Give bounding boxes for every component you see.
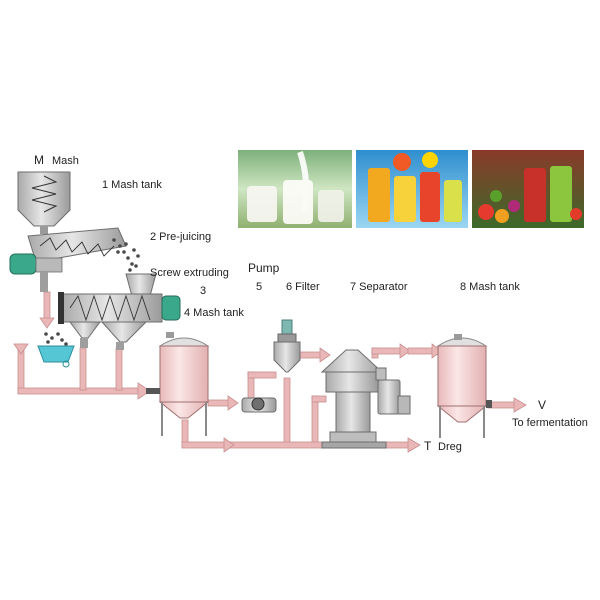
- separator: [320, 349, 411, 449]
- mash-tank-8: [436, 334, 492, 438]
- mash-tank-4: [146, 332, 210, 436]
- label-pre-juicing: 2 Pre-juicing: [150, 231, 211, 243]
- label-mash-tank-4: 4 Mash tank: [184, 307, 244, 319]
- milk-photo: [238, 150, 352, 228]
- label-mash-tank-8: 8 Mash tank: [460, 281, 520, 293]
- vegetable-juice-photo: [472, 150, 584, 228]
- filter: [273, 319, 301, 373]
- mash-particles: [44, 238, 140, 346]
- pump: [241, 397, 277, 413]
- mash-tank-1: [17, 171, 71, 234]
- label-separator: 7 Separator: [350, 281, 408, 293]
- label-pump: Pump: [248, 261, 280, 275]
- label-pump-num: 5: [256, 281, 262, 293]
- screw-extruder: [58, 273, 181, 350]
- pre-juicing-machine: [9, 227, 127, 292]
- label-screw-num: 3: [200, 285, 206, 297]
- label-screw-extruding: Screw extruding: [150, 267, 229, 279]
- juice-photo: [356, 150, 468, 228]
- label-m: M: [34, 153, 44, 167]
- label-mash-tank-1: 1 Mash tank: [102, 179, 162, 191]
- label-mash: Mash: [52, 155, 79, 167]
- label-t: T: [424, 439, 432, 453]
- label-v: V: [538, 398, 546, 412]
- collection-basin: [37, 345, 75, 368]
- label-dreg: Dreg: [438, 441, 462, 453]
- label-filter: 6 Filter: [286, 281, 320, 293]
- label-to-fermentation: To fermentation: [512, 417, 588, 429]
